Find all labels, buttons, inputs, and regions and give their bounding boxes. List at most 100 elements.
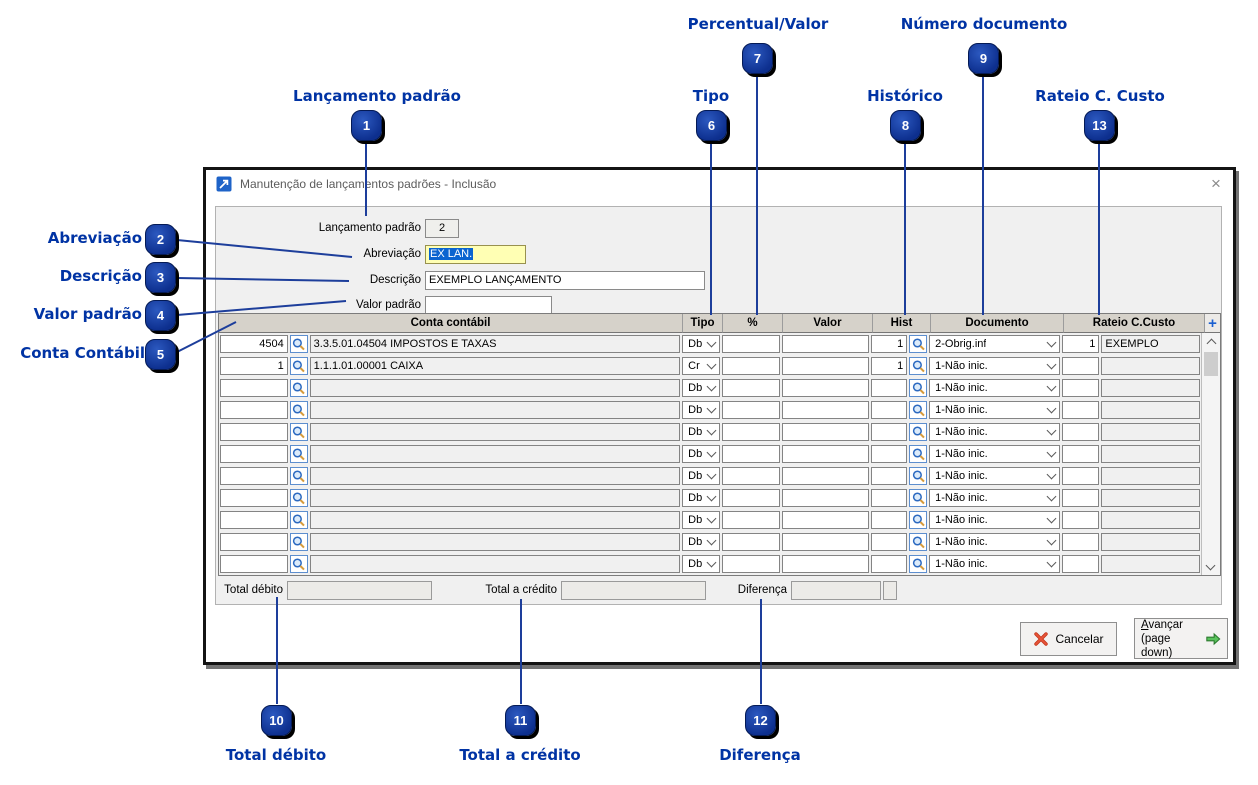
- rateio-code-input[interactable]: 1: [1061, 335, 1100, 353]
- descricao-field[interactable]: EXEMPLO LANÇAMENTO: [425, 271, 705, 290]
- value-input[interactable]: [781, 401, 870, 419]
- documento-dropdown[interactable]: 1-Não inic.: [929, 445, 1060, 463]
- account-code-input[interactable]: [220, 401, 288, 419]
- hist-lookup-button[interactable]: [909, 357, 928, 375]
- account-lookup-button[interactable]: [289, 555, 308, 573]
- scroll-down-button[interactable]: [1202, 558, 1220, 575]
- documento-dropdown[interactable]: 1-Não inic.: [929, 555, 1060, 573]
- value-input[interactable]: [781, 555, 870, 573]
- account-lookup-button[interactable]: [289, 511, 308, 529]
- rateio-code-input[interactable]: [1061, 555, 1100, 573]
- percent-input[interactable]: [721, 467, 780, 485]
- account-code-input[interactable]: [220, 423, 288, 441]
- tipo-dropdown[interactable]: Db: [682, 467, 720, 485]
- value-input[interactable]: [781, 489, 870, 507]
- value-input[interactable]: [781, 335, 870, 353]
- documento-dropdown[interactable]: 1-Não inic.: [929, 401, 1060, 419]
- hist-lookup-button[interactable]: [909, 533, 928, 551]
- cancel-button[interactable]: Cancelar: [1020, 622, 1117, 656]
- add-row-button[interactable]: +: [1205, 314, 1220, 333]
- hist-code-input[interactable]: [871, 533, 908, 551]
- value-input[interactable]: [781, 511, 870, 529]
- value-input[interactable]: [781, 533, 870, 551]
- value-input[interactable]: [781, 379, 870, 397]
- percent-input[interactable]: [721, 533, 780, 551]
- tipo-dropdown[interactable]: Db: [682, 335, 720, 353]
- hist-code-input[interactable]: [871, 467, 908, 485]
- documento-dropdown[interactable]: 1-Não inic.: [929, 511, 1060, 529]
- tipo-dropdown[interactable]: Db: [682, 511, 720, 529]
- tipo-dropdown[interactable]: Db: [682, 401, 720, 419]
- rateio-code-input[interactable]: [1061, 533, 1100, 551]
- hist-lookup-button[interactable]: [909, 467, 928, 485]
- account-lookup-button[interactable]: [289, 467, 308, 485]
- account-lookup-button[interactable]: [289, 445, 308, 463]
- rateio-code-input[interactable]: [1061, 357, 1100, 375]
- percent-input[interactable]: [721, 489, 780, 507]
- hist-code-input[interactable]: [871, 511, 908, 529]
- account-code-input[interactable]: [220, 379, 288, 397]
- rateio-code-input[interactable]: [1061, 511, 1100, 529]
- documento-dropdown[interactable]: 1-Não inic.: [929, 489, 1060, 507]
- hist-code-input[interactable]: [871, 423, 908, 441]
- hist-code-input[interactable]: 1: [871, 335, 908, 353]
- scroll-up-button[interactable]: [1202, 333, 1220, 350]
- percent-input[interactable]: [721, 555, 780, 573]
- hist-lookup-button[interactable]: [909, 335, 928, 353]
- rateio-code-input[interactable]: [1061, 401, 1100, 419]
- hist-lookup-button[interactable]: [909, 555, 928, 573]
- tipo-dropdown[interactable]: Db: [682, 445, 720, 463]
- hist-lookup-button[interactable]: [909, 423, 928, 441]
- account-lookup-button[interactable]: [289, 401, 308, 419]
- abreviacao-field[interactable]: EX LAN.: [425, 245, 526, 264]
- account-lookup-button[interactable]: [289, 489, 308, 507]
- documento-dropdown[interactable]: 1-Não inic.: [929, 379, 1060, 397]
- tipo-dropdown[interactable]: Db: [682, 379, 720, 397]
- rateio-code-input[interactable]: [1061, 423, 1100, 441]
- percent-input[interactable]: [721, 379, 780, 397]
- account-code-input[interactable]: [220, 489, 288, 507]
- hist-lookup-button[interactable]: [909, 445, 928, 463]
- tipo-dropdown[interactable]: Db: [682, 423, 720, 441]
- hist-lookup-button[interactable]: [909, 379, 928, 397]
- percent-input[interactable]: [721, 401, 780, 419]
- account-code-input[interactable]: [220, 555, 288, 573]
- rateio-code-input[interactable]: [1061, 489, 1100, 507]
- hist-lookup-button[interactable]: [909, 401, 928, 419]
- account-code-input[interactable]: 1: [220, 357, 288, 375]
- hist-lookup-button[interactable]: [909, 511, 928, 529]
- percent-input[interactable]: [721, 335, 780, 353]
- advance-button[interactable]: Avançar (page down): [1134, 618, 1228, 659]
- account-code-input[interactable]: [220, 445, 288, 463]
- close-icon[interactable]: ×: [1211, 174, 1221, 193]
- account-code-input[interactable]: [220, 511, 288, 529]
- tipo-dropdown[interactable]: Db: [682, 533, 720, 551]
- hist-code-input[interactable]: [871, 445, 908, 463]
- account-lookup-button[interactable]: [289, 423, 308, 441]
- rateio-code-input[interactable]: [1061, 379, 1100, 397]
- grid-scrollbar[interactable]: [1201, 333, 1220, 575]
- tipo-dropdown[interactable]: Db: [682, 555, 720, 573]
- account-lookup-button[interactable]: [289, 379, 308, 397]
- value-input[interactable]: [781, 445, 870, 463]
- documento-dropdown[interactable]: 1-Não inic.: [929, 423, 1060, 441]
- tipo-dropdown[interactable]: Cr: [682, 357, 720, 375]
- documento-dropdown[interactable]: 1-Não inic.: [929, 467, 1060, 485]
- hist-lookup-button[interactable]: [909, 489, 928, 507]
- hist-code-input[interactable]: 1: [871, 357, 908, 375]
- account-lookup-button[interactable]: [289, 357, 308, 375]
- value-input[interactable]: [781, 467, 870, 485]
- account-code-input[interactable]: 4504: [220, 335, 288, 353]
- documento-dropdown[interactable]: 1-Não inic.: [929, 533, 1060, 551]
- value-input[interactable]: [781, 357, 870, 375]
- percent-input[interactable]: [721, 445, 780, 463]
- percent-input[interactable]: [721, 357, 780, 375]
- documento-dropdown[interactable]: 2-Obrig.inf: [929, 335, 1060, 353]
- account-code-input[interactable]: [220, 533, 288, 551]
- rateio-code-input[interactable]: [1061, 445, 1100, 463]
- scroll-thumb[interactable]: [1204, 352, 1218, 376]
- account-lookup-button[interactable]: [289, 533, 308, 551]
- value-input[interactable]: [781, 423, 870, 441]
- rateio-code-input[interactable]: [1061, 467, 1100, 485]
- percent-input[interactable]: [721, 511, 780, 529]
